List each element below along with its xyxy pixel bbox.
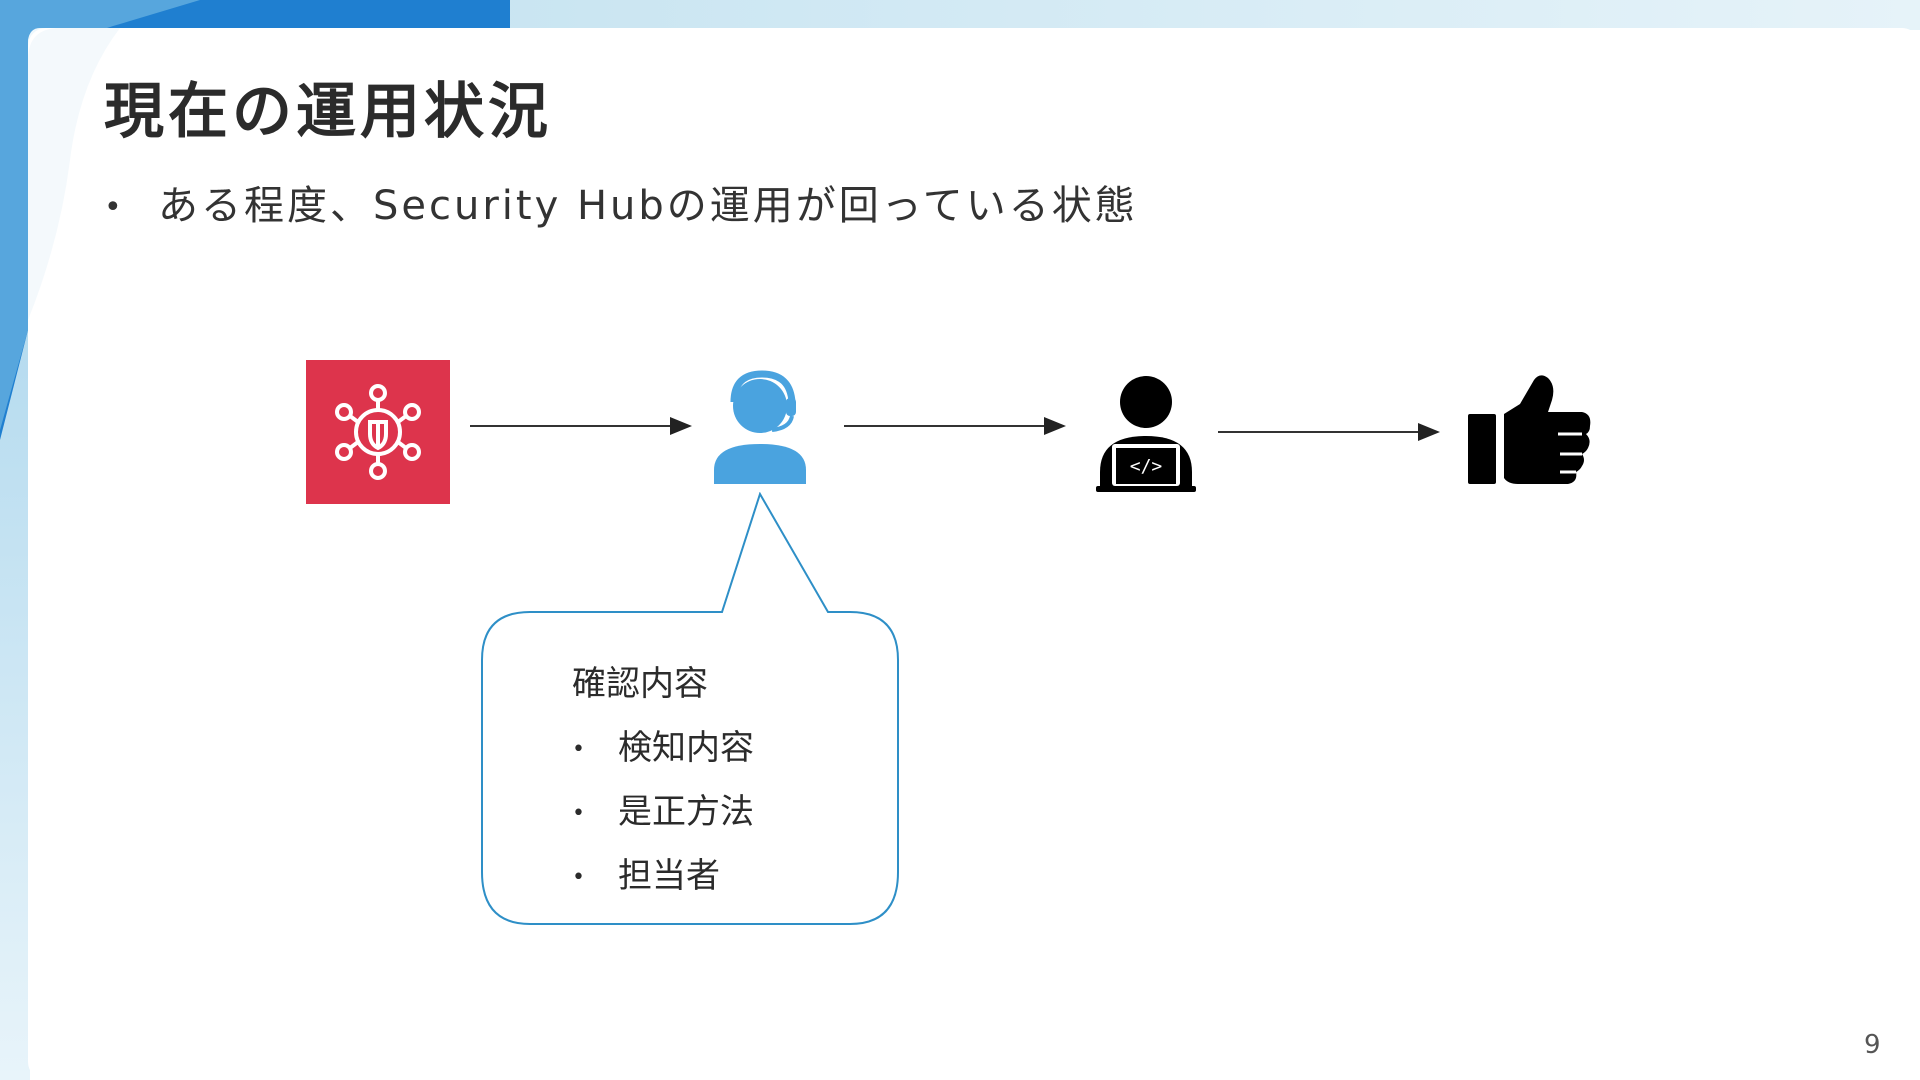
- security-hub-icon: [306, 360, 450, 504]
- flow-arrow: [470, 417, 692, 435]
- callout-bubble: [481, 492, 899, 925]
- operator-headset-icon: [714, 370, 806, 484]
- bullet-dot: •: [104, 190, 125, 225]
- callout-item: • 検知内容: [572, 716, 754, 780]
- svg-text:</>: </>: [1130, 456, 1163, 477]
- page-number: 9: [1864, 1030, 1881, 1060]
- summary-bullet-text: ある程度、Security Hubの運用が回っている状態: [158, 183, 1138, 229]
- callout-item-label: 是正方法: [618, 792, 754, 832]
- callout-heading: 確認内容: [572, 664, 708, 704]
- callout-item-label: 検知内容: [618, 728, 754, 768]
- slide-title: 現在の運用状況: [104, 77, 552, 147]
- bullet-dot: •: [572, 864, 585, 890]
- callout-item-label: 担当者: [618, 856, 720, 896]
- thumbs-up-icon: [1468, 375, 1591, 484]
- flow-arrow: [844, 417, 1066, 435]
- callout-content: 確認内容 • 検知内容 • 是正方法 • 担当者: [572, 652, 754, 908]
- developer-laptop-icon: </>: [1096, 376, 1196, 492]
- summary-bullet: • ある程度、Security Hubの運用が回っている状態: [104, 178, 1138, 236]
- bullet-dot: •: [572, 736, 585, 762]
- callout-item: • 是正方法: [572, 780, 754, 844]
- callout-item: • 担当者: [572, 844, 754, 908]
- flow-arrow: [1218, 423, 1440, 441]
- bullet-dot: •: [572, 800, 585, 826]
